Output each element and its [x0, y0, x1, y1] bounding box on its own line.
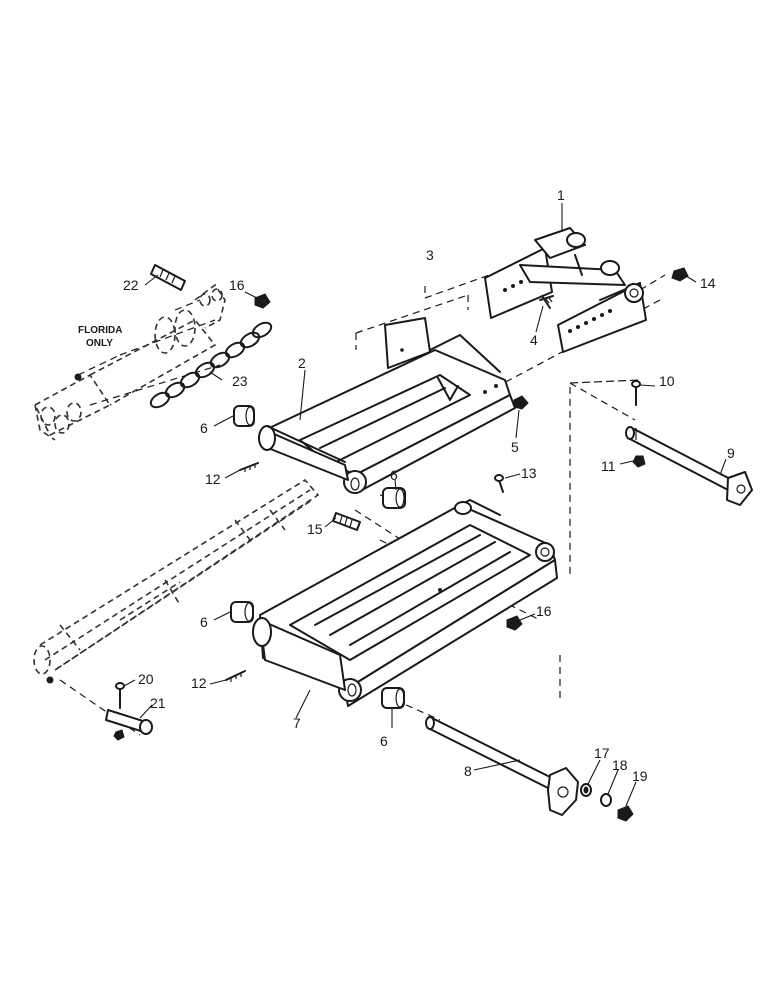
callout-6-lower-left: 6: [200, 614, 208, 630]
part-4-bolt: [539, 295, 554, 309]
callout-18: 18: [612, 757, 628, 773]
part-16-nut-lower: [506, 615, 523, 631]
callout-6-lower-right: 6: [380, 733, 388, 749]
part-14-nut: [671, 267, 689, 282]
callout-17: 17: [594, 745, 610, 761]
part-9-pin: [625, 426, 753, 506]
callout-7: 7: [293, 715, 301, 731]
part-1-bracket: [484, 227, 647, 353]
callout-13: 13: [521, 465, 537, 481]
callout-10: 10: [659, 373, 675, 389]
callout-2: 2: [298, 355, 306, 371]
part-17-washer: [580, 783, 592, 797]
callout-23: 23: [232, 373, 248, 389]
callout-11: 11: [601, 458, 616, 474]
part-20-bolt: [115, 682, 125, 709]
part-19-nut: [617, 805, 634, 822]
callout-15: 15: [307, 521, 323, 537]
callout-16-lower: 16: [536, 603, 552, 619]
part-8-pin: [425, 716, 579, 816]
callout-1: 1: [557, 187, 565, 203]
part-11-nut: [632, 455, 646, 468]
part-6-bushing-upper-left: [233, 405, 255, 427]
part-21-pin: [105, 709, 153, 741]
part-23-chain: [149, 321, 273, 409]
callout-12-lower: 12: [191, 675, 207, 691]
part-22-bolt: [150, 264, 186, 291]
callout-5: 5: [511, 439, 519, 455]
part-5-nut: [513, 395, 529, 410]
part-6-bushing-upper-right: [382, 487, 406, 509]
callout-21: 21: [150, 695, 166, 711]
callout-16-upper: 16: [229, 277, 245, 293]
callout-20: 20: [138, 671, 154, 687]
callout-4: 4: [530, 332, 538, 348]
part-7-lower-arm: [252, 499, 558, 707]
part-15-bolt: [332, 512, 361, 531]
callout-6-upper-left: 6: [200, 420, 208, 436]
callout-14: 14: [700, 275, 716, 291]
part-12-fitting-lower: [225, 670, 246, 682]
florida-note-line2: ONLY: [86, 338, 113, 349]
part-18-washer: [600, 793, 612, 807]
florida-only-cylinder: [33, 283, 226, 441]
callout-6-upper-right: 6: [390, 467, 398, 483]
part-6-bushing-lower-right: [381, 687, 405, 709]
callout-9: 9: [727, 445, 735, 461]
part-12-fitting-upper: [239, 462, 259, 472]
callout-12-upper: 12: [205, 471, 221, 487]
leader-lines: [123, 203, 727, 807]
part-13-fitting: [494, 474, 504, 493]
callout-labels: 1 2 3 4 5 6 6 6 6 7 8 9 10 11 12 12 13 1…: [123, 187, 735, 784]
callout-8: 8: [464, 763, 472, 779]
florida-note-line1: FLORIDA: [78, 325, 122, 336]
part-10-bolt: [631, 380, 641, 406]
part-16-nut-upper: [254, 293, 271, 309]
part-2-upper-arm: [258, 317, 516, 494]
ghost-hydraulic-cylinder: [33, 478, 320, 684]
part-6-bushing-lower-left: [230, 601, 254, 623]
callout-3: 3: [426, 247, 434, 263]
callout-22: 22: [123, 277, 139, 293]
callout-19: 19: [632, 768, 648, 784]
